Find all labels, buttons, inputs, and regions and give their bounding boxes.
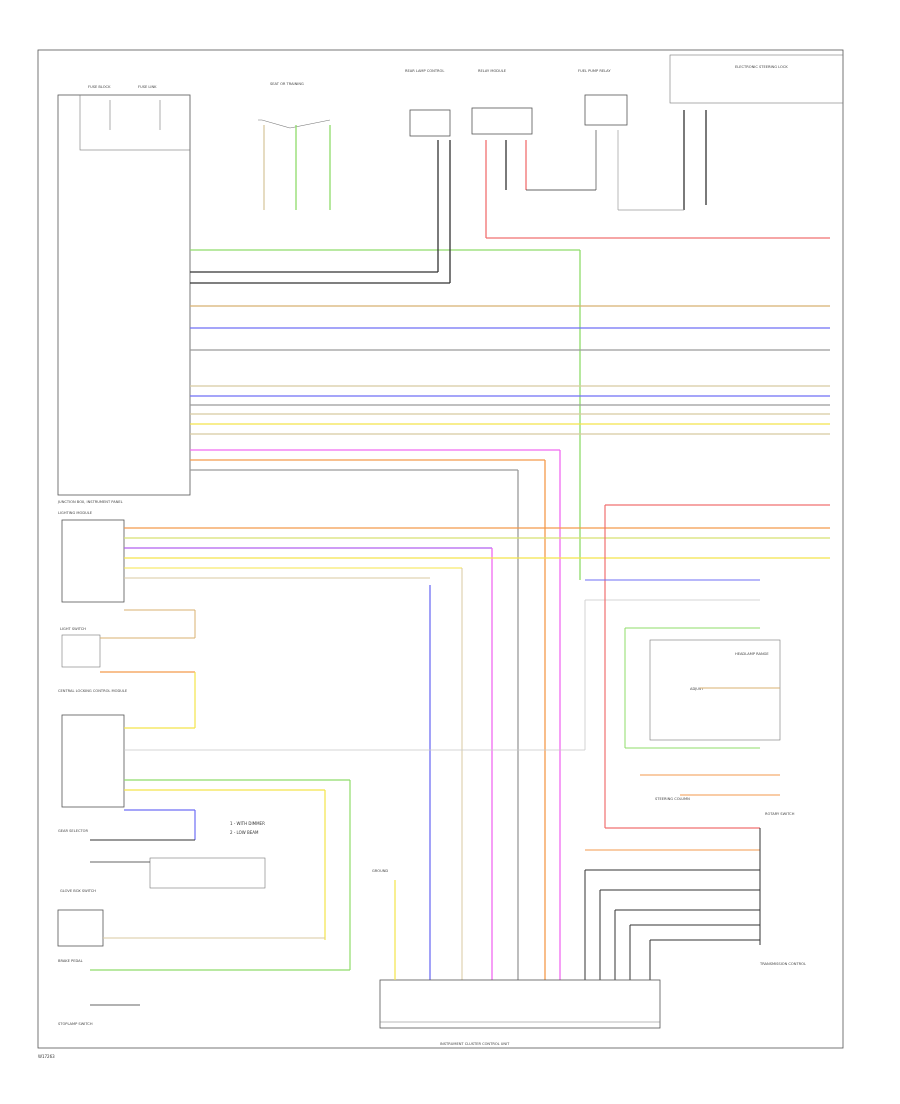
svg-text:JUNCTION BOX, INSTRUMENT PANEL: JUNCTION BOX, INSTRUMENT PANEL: [57, 500, 123, 504]
svg-text:FUEL PUMP RELAY: FUEL PUMP RELAY: [578, 69, 611, 73]
svg-text:FUSE LINK: FUSE LINK: [138, 85, 157, 89]
top-switch-4: FUEL PUMP RELAY: [578, 69, 628, 126]
svg-text:STEERING COLUMN: STEERING COLUMN: [655, 797, 690, 801]
svg-text:ADJUST: ADJUST: [690, 687, 704, 691]
top-switch-1: SEAT OR TRAINING: [258, 82, 331, 210]
svg-text:RELAY MODULE: RELAY MODULE: [478, 69, 507, 73]
svg-text:CENTRAL LOCKING CONTROL MODULE: CENTRAL LOCKING CONTROL MODULE: [58, 689, 128, 693]
svg-text:GROUND: GROUND: [372, 869, 388, 873]
note-1: 1 - WITH DIMMER: [230, 821, 265, 826]
figure-id: W17263: [38, 1054, 55, 1059]
svg-text:BRAKE PEDAL: BRAKE PEDAL: [58, 959, 83, 963]
svg-text:FUSE BLOCK: FUSE BLOCK: [88, 85, 111, 89]
svg-text:GEAR SELECTOR: GEAR SELECTOR: [58, 829, 89, 833]
svg-text:GLOVE BOX SWITCH: GLOVE BOX SWITCH: [60, 889, 96, 893]
svg-text:ELECTRONIC STEERING LOCK: ELECTRONIC STEERING LOCK: [735, 65, 788, 69]
headlamp-range: [649, 639, 781, 741]
svg-text:ROTARY SWITCH: ROTARY SWITCH: [765, 812, 795, 816]
bus-lines: [190, 140, 830, 980]
svg-text:LIGHTING MODULE: LIGHTING MODULE: [58, 511, 93, 515]
central-locking-module: CENTRAL LOCKING CONTROL MODULE: [58, 671, 196, 808]
gear-selector: GEAR SELECTOR GLOVE BOX SWITCH BRAKE PED…: [57, 829, 350, 1026]
svg-text:STOPLAMP SWITCH: STOPLAMP SWITCH: [58, 1022, 93, 1026]
right-module-label: TRANSMISSION CONTROL: [759, 962, 806, 966]
top-switch-2: REAR LAMP CONTROL: [405, 69, 451, 137]
svg-text:SEAT OR TRAINING: SEAT OR TRAINING: [270, 82, 304, 86]
diagram-frame: [37, 49, 844, 1049]
junction-bottom: INSTRUMENT CLUSTER CONTROL UNIT GROUND: [372, 869, 661, 1046]
top-switch-3: RELAY MODULE: [471, 69, 533, 135]
light-switch: LIGHT SWITCH: [60, 609, 196, 668]
junction-box-fuses: FUSE BLOCK FUSE LINK JUNCTION BOX, INSTR…: [57, 85, 191, 504]
top-switch-5: ELECTRONIC STEERING LOCK: [669, 54, 844, 104]
svg-text:LIGHT SWITCH: LIGHT SWITCH: [60, 627, 86, 631]
lighting-module: LIGHTING MODULE: [58, 511, 125, 603]
svg-text:REAR LAMP CONTROL: REAR LAMP CONTROL: [405, 69, 444, 73]
note-2: 2 - LOW BEAM: [230, 830, 259, 835]
svg-text:HEADLAMP RANGE: HEADLAMP RANGE: [735, 652, 769, 656]
svg-text:INSTRUMENT CLUSTER CONTROL UNI: INSTRUMENT CLUSTER CONTROL UNIT: [440, 1042, 510, 1046]
